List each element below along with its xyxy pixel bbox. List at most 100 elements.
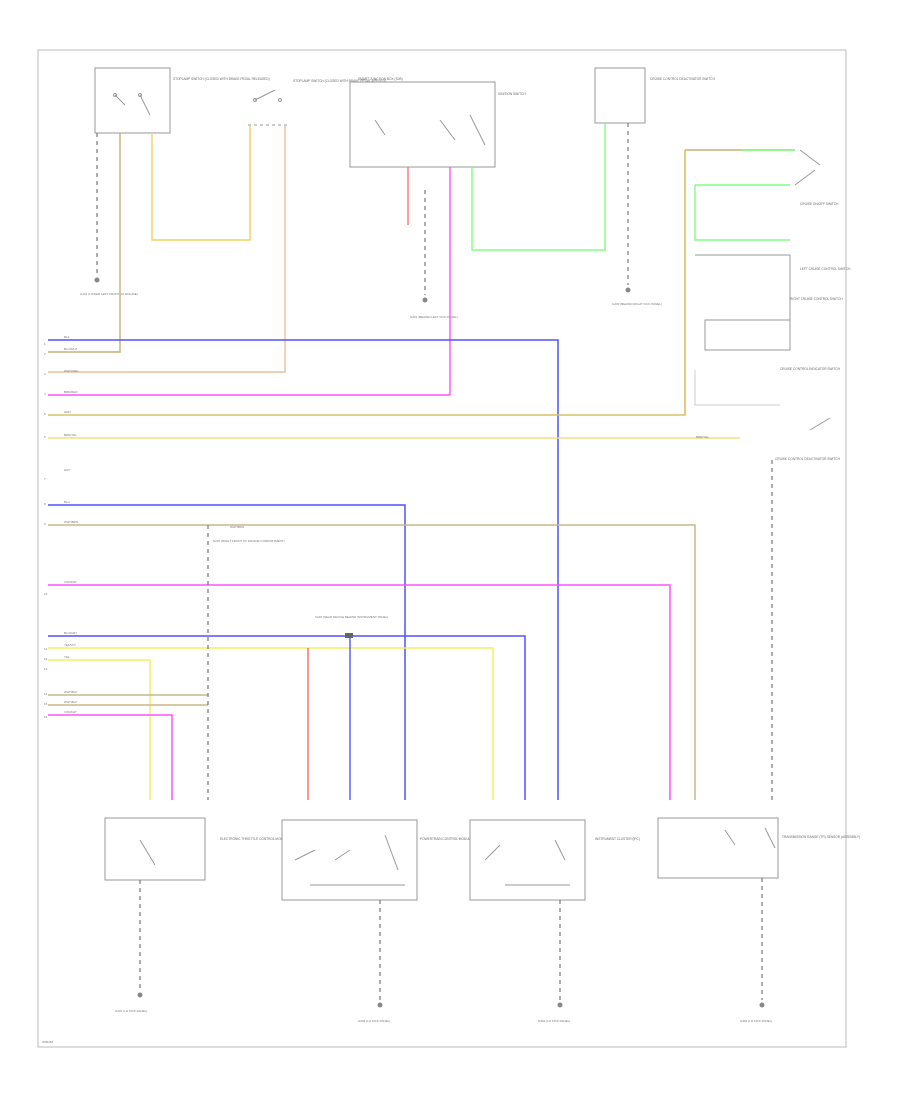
right-switch-3-label: RIGHT CRUISE CONTROL SWITCH: [790, 297, 843, 301]
top-right-switch-label: CRUISE CONTROL DEACTIVATOR SWITCH: [650, 77, 716, 81]
ground-icon: [137, 992, 143, 998]
pin-number: 1: [44, 342, 46, 346]
wire-yellow-loop: [151, 125, 251, 241]
module-2-box: [281, 819, 418, 901]
wire-pink-2: [48, 584, 671, 800]
module-3-box: [469, 819, 586, 901]
wire-label: WHT/BLK: [64, 700, 77, 704]
ignition-switch-label: IGNITION SWITCH: [498, 92, 526, 96]
right-switch-4-label: CRUISE CONTROL INDICATOR SWITCH: [780, 367, 841, 371]
stoplamp-switch-box: [94, 67, 171, 134]
wire-label: WHT/ORG: [64, 369, 79, 373]
top-switch-2-label: STOPLAMP SWITCH (CLOSED WITH BRAKE PEDAL…: [293, 79, 386, 83]
wire-tan-drop: [48, 133, 121, 353]
wire-tan-main: [48, 150, 686, 416]
ground-icon: [94, 277, 100, 283]
top-grounds: G101 (LOWER LEFT FRONT OF ENGINE) G201 (…: [80, 123, 662, 319]
pin-number: 16: [44, 715, 48, 719]
top-switch-1-label: STOPLAMP SWITCH (CLOSED WITH BRAKE PEDAL…: [173, 77, 270, 81]
wire-label: GRY: [64, 468, 70, 472]
splice-note-1: S215 (RIGHT FRONT OF ENGINE COMPARTMENT): [213, 539, 285, 543]
module-4-box: [657, 817, 779, 879]
module-1-box: [104, 817, 206, 881]
wire-pink-top: [48, 167, 451, 396]
right-switch-1-label: CRUISE ON/OFF SWITCH: [800, 202, 839, 206]
wire-label: BRN/RED: [64, 390, 78, 394]
splice-note-2: S218 (NEAR DEVICE BEHIND INSTRUMENT PANE…: [315, 615, 388, 619]
right-switch-stack: CRUISE ON/OFF SWITCH LEFT CRUISE CONTROL…: [685, 149, 851, 461]
module-4-label: TRANSMISSION RANGE (TR) SENSOR (ASSEMBLY…: [782, 835, 860, 839]
splice-dot: [345, 633, 353, 638]
ground-icon: [759, 1002, 765, 1008]
wire-labels: BLK BLU/WHT WHT/ORG BRN/RED GRN BRN/YEL …: [64, 335, 709, 714]
module-3-label: INSTRUMENT CLUSTER (IPC): [595, 837, 640, 841]
ground-icon: [377, 1002, 383, 1008]
sjb-label: SMART JUNCTION BOX (SJB): [358, 77, 403, 81]
ground-g7: G302 (LH KICK PANEL): [538, 1019, 570, 1023]
wire-label: BLU/WHT: [64, 347, 78, 351]
diagram-frame: [37, 49, 847, 1048]
wire-label: GRN: [64, 410, 71, 414]
wire-label: BLK: [64, 335, 70, 339]
wire-label: BLU/GRY: [64, 631, 77, 635]
wire-yellow-2: [48, 647, 494, 800]
module-3-contacts: [484, 839, 570, 886]
pin-number: 14: [44, 692, 48, 696]
ground-g5: G201 (LH KICK PANEL): [115, 1009, 147, 1013]
deactivator-switch-box: [594, 67, 646, 124]
wire-label: YEL: [64, 655, 70, 659]
pin-number: 8: [44, 502, 46, 506]
wire-pink-3: [48, 714, 173, 800]
ground-icon: [557, 1002, 563, 1008]
figure-code: W00454: [42, 1040, 54, 1044]
wire-label: VIO/WHT: [64, 710, 77, 714]
wire-label: VIO/WHT: [64, 580, 77, 584]
wire-yellow-3: [48, 659, 151, 800]
ground-g1: G101 (LOWER LEFT FRONT OF ENGINE): [80, 292, 138, 296]
ground-icon: [625, 287, 631, 293]
wire-label: WHT/BRN: [230, 525, 244, 529]
pin-number: 11: [44, 647, 47, 651]
module-1-contact: [139, 839, 156, 866]
bottom-grounds: G201 (LH KICK PANEL) G202 (LH KICK PANEL…: [115, 878, 772, 1023]
sjb-contacts: [374, 114, 486, 146]
pin-number: 6: [44, 435, 46, 439]
wire-orange-drop: [48, 125, 286, 373]
wire-label: BRN/YEL: [696, 435, 709, 439]
pin-number: 7: [44, 477, 46, 481]
module-2-contacts: [294, 834, 405, 886]
wire-label: YEL/VIO: [64, 643, 76, 647]
module-1-label: ELECTRONIC THROTTLE CONTROL MODULE: [220, 837, 289, 841]
wire-label: WHT/BLK: [64, 690, 77, 694]
ground-icon: [422, 297, 428, 303]
switch-contacts-1: [113, 93, 151, 116]
wire-tan-2: [48, 524, 696, 800]
ground-g3: G203 (BEHIND RIGHT KICK PANEL): [612, 302, 662, 306]
switch-contacts-2: [248, 89, 288, 126]
pin-number: 5: [44, 412, 46, 416]
right-switch-5-label: CRUISE CONTROL DEACTIVATOR SWITCH: [775, 457, 841, 461]
wire-blue-1: [48, 339, 559, 800]
ground-g8: G303 (LH KICK PANEL): [740, 1019, 772, 1023]
ground-g2: G201 (BEHIND LEFT KICK PANEL): [410, 315, 458, 319]
pin-number: 13: [44, 667, 48, 671]
wire-label: BRN/YEL: [64, 433, 77, 437]
wire-blue-2: [48, 504, 406, 800]
pin-number: 2: [44, 352, 46, 356]
module-2-label: POWERTRAIN CONTROL MODULE (PCM): [420, 837, 483, 841]
right-switch-2-label: LEFT CRUISE CONTROL SWITCH: [800, 267, 851, 271]
module-4-contacts: [724, 827, 776, 849]
pin-number: 15: [44, 702, 48, 706]
pin-number: 4: [44, 392, 46, 396]
sjb-box: [349, 81, 496, 168]
pin-number: 10: [44, 592, 48, 596]
pin-number: 3: [44, 372, 46, 376]
ground-g6: G202 (LH KICK PANEL): [358, 1019, 390, 1023]
wire-green-loop: [471, 123, 606, 251]
pin-number: 9: [44, 522, 46, 526]
pin-number: 12: [44, 657, 48, 661]
wire-label: WHT/BRN: [64, 520, 78, 524]
wire-label: BLU: [64, 500, 70, 504]
